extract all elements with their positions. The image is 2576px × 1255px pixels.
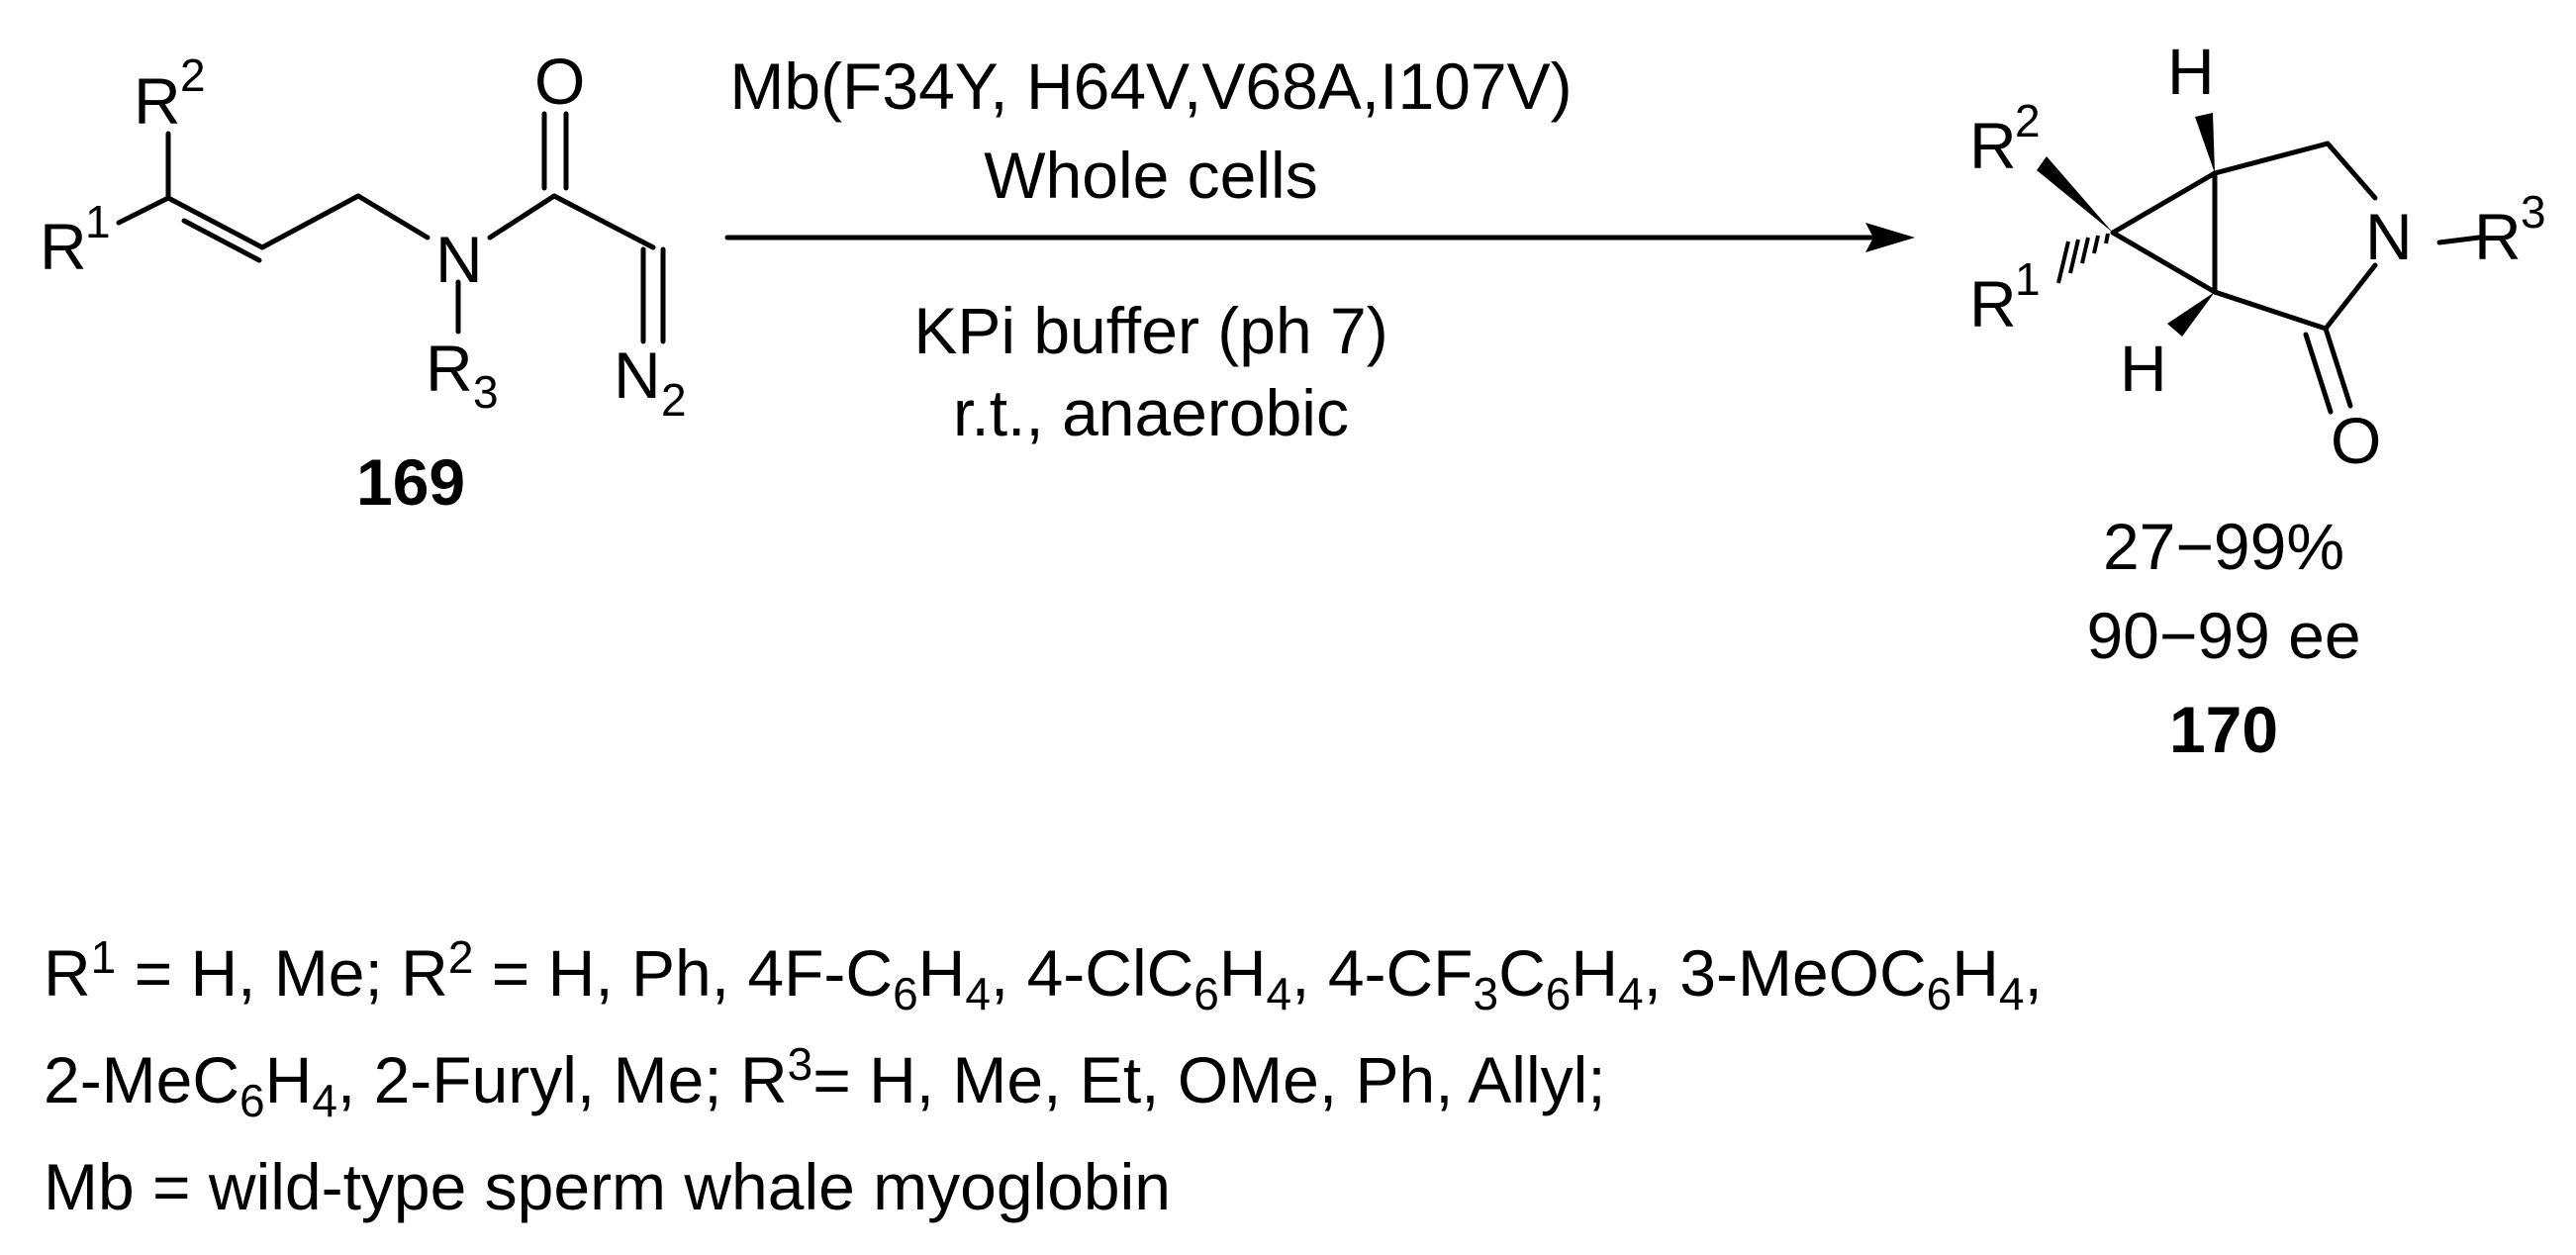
atom-r3-sub: 3 [473,366,499,418]
atom-h-top: H [2167,35,2215,108]
bond-n-r3 [2436,235,2482,245]
product-yield: 27−99% [2103,510,2344,583]
atom-r2-sup: 2 [2015,95,2041,146]
wedge-ctop-h [2195,113,2215,173]
product-ee: 90−99 ee [2086,599,2360,672]
bond-co-o [2323,326,2353,409]
bond-cq-cbottom [2110,230,2218,295]
wedge-cq-r2 [2037,156,2113,233]
atom-n2: N [614,338,661,412]
atom-r2-sup: 2 [180,49,206,101]
atom-h-bottom: H [2120,332,2167,405]
footnote-line-3: Mb = wild-type sperm whale myoglobin [44,1150,1171,1223]
atom-o: O [2331,404,2381,477]
bond-c4-n [355,193,430,241]
footnote-line-1: R1 = H, Me; R2 = H, Ph, 4F-C6H4, 4-ClC6H… [44,931,2043,1020]
reaction-arrow-group: Mb(F34Y, H64V,V68A,I107V) Whole cells KP… [724,49,1915,449]
compound-label-169: 169 [356,445,465,519]
compound-label-170: 170 [2169,693,2278,766]
atom-n2-sub: 2 [661,374,687,426]
atom-n: N [435,223,483,296]
bond-c3-c4 [259,193,361,250]
product-170: H H R 2 R 1 N R 3 O 27−99% 90−99 ee 170 [1969,35,2546,766]
bond-ch2-n [2325,141,2378,201]
reactant-169: R 2 R 1 N O R 3 N 2 169 [40,45,687,519]
bond-ctop-ch2 [2212,141,2331,176]
bond-co-cbottom [2212,289,2329,332]
atom-r1: R [40,210,87,283]
footnote-line-2: 2-MeC6H4, 2-Furyl, Me; R3= H, Me, Et, OM… [44,1038,1606,1127]
condition-whole-cells: Whole cells [984,139,1317,212]
atom-o: O [534,45,585,118]
bond-n-co [2323,262,2378,332]
bond-n-carbonyl [487,193,557,241]
atom-r1: R [1969,267,2017,340]
condition-temperature: r.t., anaerobic [953,376,1349,449]
bond-co-o-double [2303,332,2334,415]
condition-buffer: KPi buffer (ph 7) [913,294,1387,367]
bond-c2-c3-double [181,218,262,263]
atom-r3: R [426,332,473,405]
arrowhead [1865,223,1915,252]
atom-r1-sup: 1 [2015,253,2041,305]
bond-carbonyl-cdiazo [551,193,656,250]
atom-r3-sup: 3 [2521,186,2546,238]
hash-cq-r1 [2056,233,2110,284]
atom-r2: R [1969,109,2017,182]
atom-r3: R [2474,200,2522,273]
atom-r1-sup: 1 [85,196,111,247]
atom-n: N [2365,200,2413,273]
condition-enzyme: Mb(F34Y, H64V,V68A,I107V) [729,49,1572,123]
atom-r2: R [134,64,181,138]
bond-c2-c3 [165,195,265,250]
wedge-cbottom-h [2167,292,2215,337]
bond-c2-r1 [116,195,171,226]
bond-cq-ctop [2110,170,2218,236]
